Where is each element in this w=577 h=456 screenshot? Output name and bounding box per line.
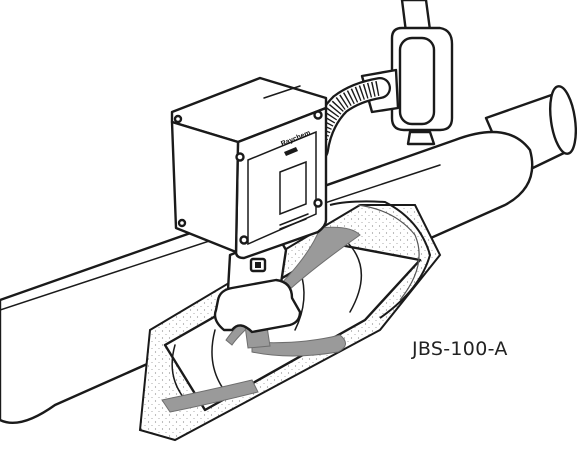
- junction-box-icon: Raychem: [170, 76, 328, 260]
- conduit-icon: [307, 77, 391, 161]
- conduit-body-icon: [360, 0, 454, 146]
- model-label: JBS-100-A: [412, 338, 508, 360]
